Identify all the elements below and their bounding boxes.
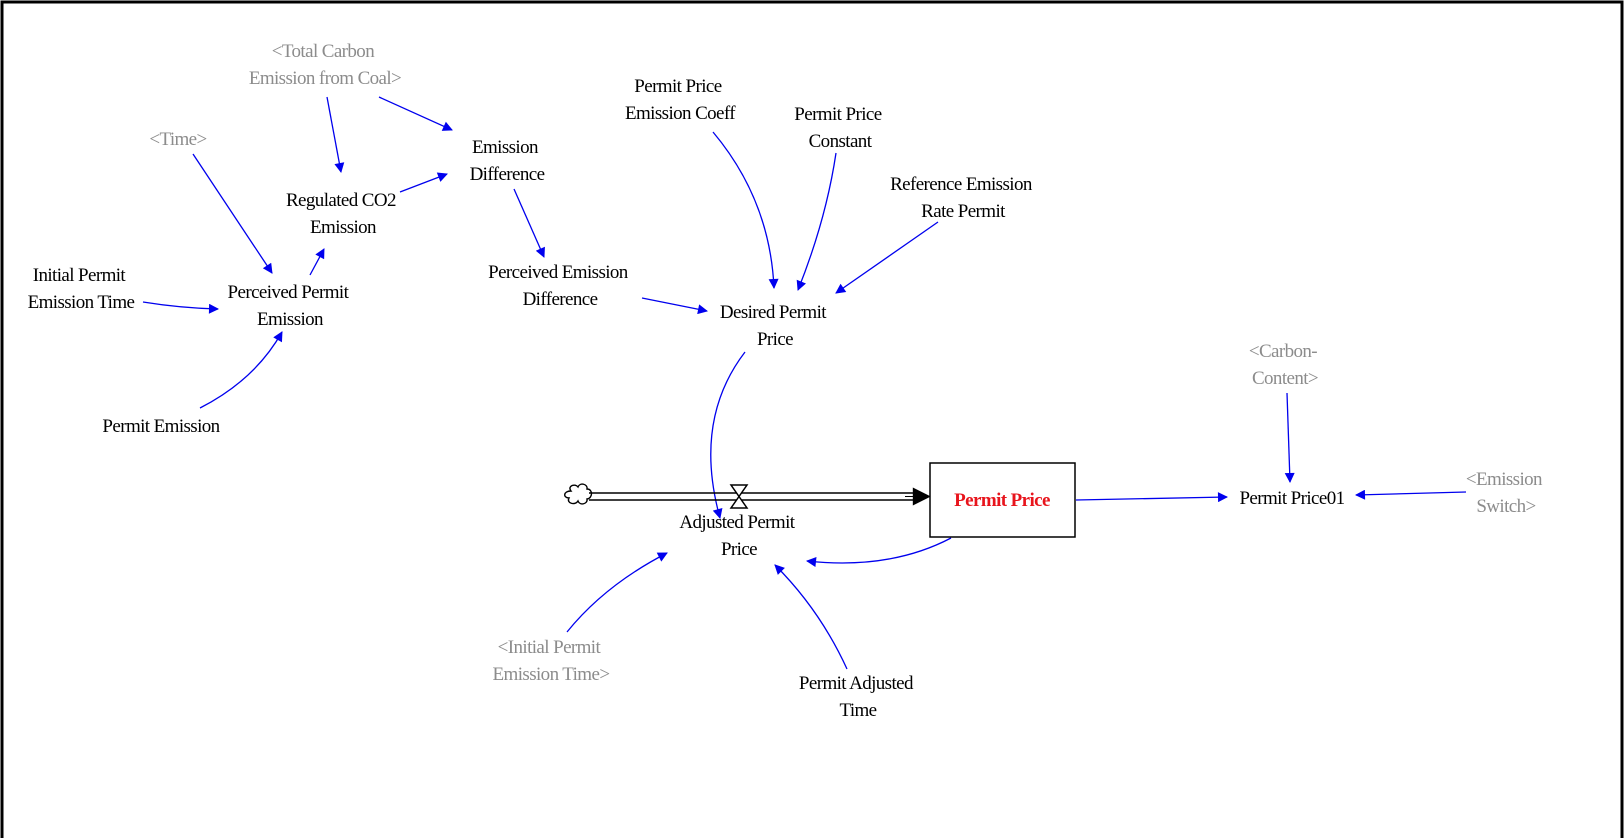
link-initial-permit-emission-time-shadow-to-adjusted (566, 552, 668, 633)
valve-icon (729, 484, 749, 509)
link-permit-price-emission-coeff-to-desired (712, 131, 779, 289)
link-perceived-permit-emission-to-regulated-co2 (309, 248, 325, 276)
label-permit-adjusted-time: Permit Adjusted Time (799, 673, 917, 721)
link-permit-price-constant-to-desired (796, 152, 837, 291)
label-emission-switch: <Emission Switch> (1466, 469, 1546, 517)
link-permit-price-to-permit-price01 (1075, 492, 1228, 503)
label-regulated-co2-emission: Regulated CO2 Emission (286, 190, 400, 238)
link-time-to-perceived-permit-emission (192, 153, 273, 274)
link-perceived-emission-difference-to-desired (641, 297, 708, 315)
label-time: <Time> (149, 129, 206, 150)
label-reference-emission-rate-permit: Reference Emission Rate Permit (890, 174, 1036, 222)
link-emission-switch-to-permit-price01 (1355, 489, 1467, 500)
label-permit-price-constant: Permit Price Constant (794, 104, 885, 152)
link-permit-price-to-adjusted-permit-price (806, 537, 952, 567)
link-carbon-content-to-permit-price01 (1284, 392, 1295, 483)
label-carbon-content: <Carbon- Content> (1249, 341, 1321, 389)
link-total-carbon-to-regulated-co2 (326, 96, 345, 173)
stock-permit-price-box (929, 462, 1076, 538)
source-cloud-icon (564, 483, 593, 505)
link-permit-adjusted-time-to-adjusted (774, 564, 848, 670)
label-adjusted-permit-price: Adjusted Permit Price (679, 512, 798, 560)
label-perceived-permit-emission: Perceived Permit Emission (228, 282, 353, 330)
label-stock-permit-price: Permit Price (954, 490, 1050, 511)
link-permit-emission-to-perceived (199, 331, 283, 409)
label-desired-permit-price: Desired Permit Price (720, 302, 830, 350)
link-reference-emission-rate-to-desired (835, 221, 939, 294)
label-permit-emission: Permit Emission (102, 416, 220, 437)
label-permit-price-emission-coeff: Permit Price Emission Coeff (625, 76, 736, 124)
label-emission-difference: Emission Difference (470, 137, 545, 185)
link-initial-permit-emission-time-to-perceived (142, 301, 219, 314)
label-initial-permit-emission-time: Initial Permit Emission Time (28, 265, 135, 313)
flow-adjusted-permit-price (564, 483, 931, 509)
causal-links (142, 96, 1467, 670)
link-total-carbon-to-emission-difference (378, 96, 453, 131)
variable-labels: <Total Carbon Emission from Coal> <Time>… (28, 41, 1546, 721)
label-perceived-emission-difference: Perceived Emission Difference (488, 262, 632, 310)
label-permit-price01: Permit Price01 (1239, 488, 1344, 509)
link-regulated-co2-to-emission-difference (399, 172, 448, 193)
link-emission-difference-to-perceived-emission-difference (513, 188, 545, 258)
label-total-carbon-emission-from-coal: <Total Carbon Emission from Coal> (249, 41, 401, 89)
label-initial-permit-emission-time-shadow: <Initial Permit Emission Time> (493, 637, 610, 685)
link-desired-to-adjusted-permit-price (710, 351, 746, 519)
